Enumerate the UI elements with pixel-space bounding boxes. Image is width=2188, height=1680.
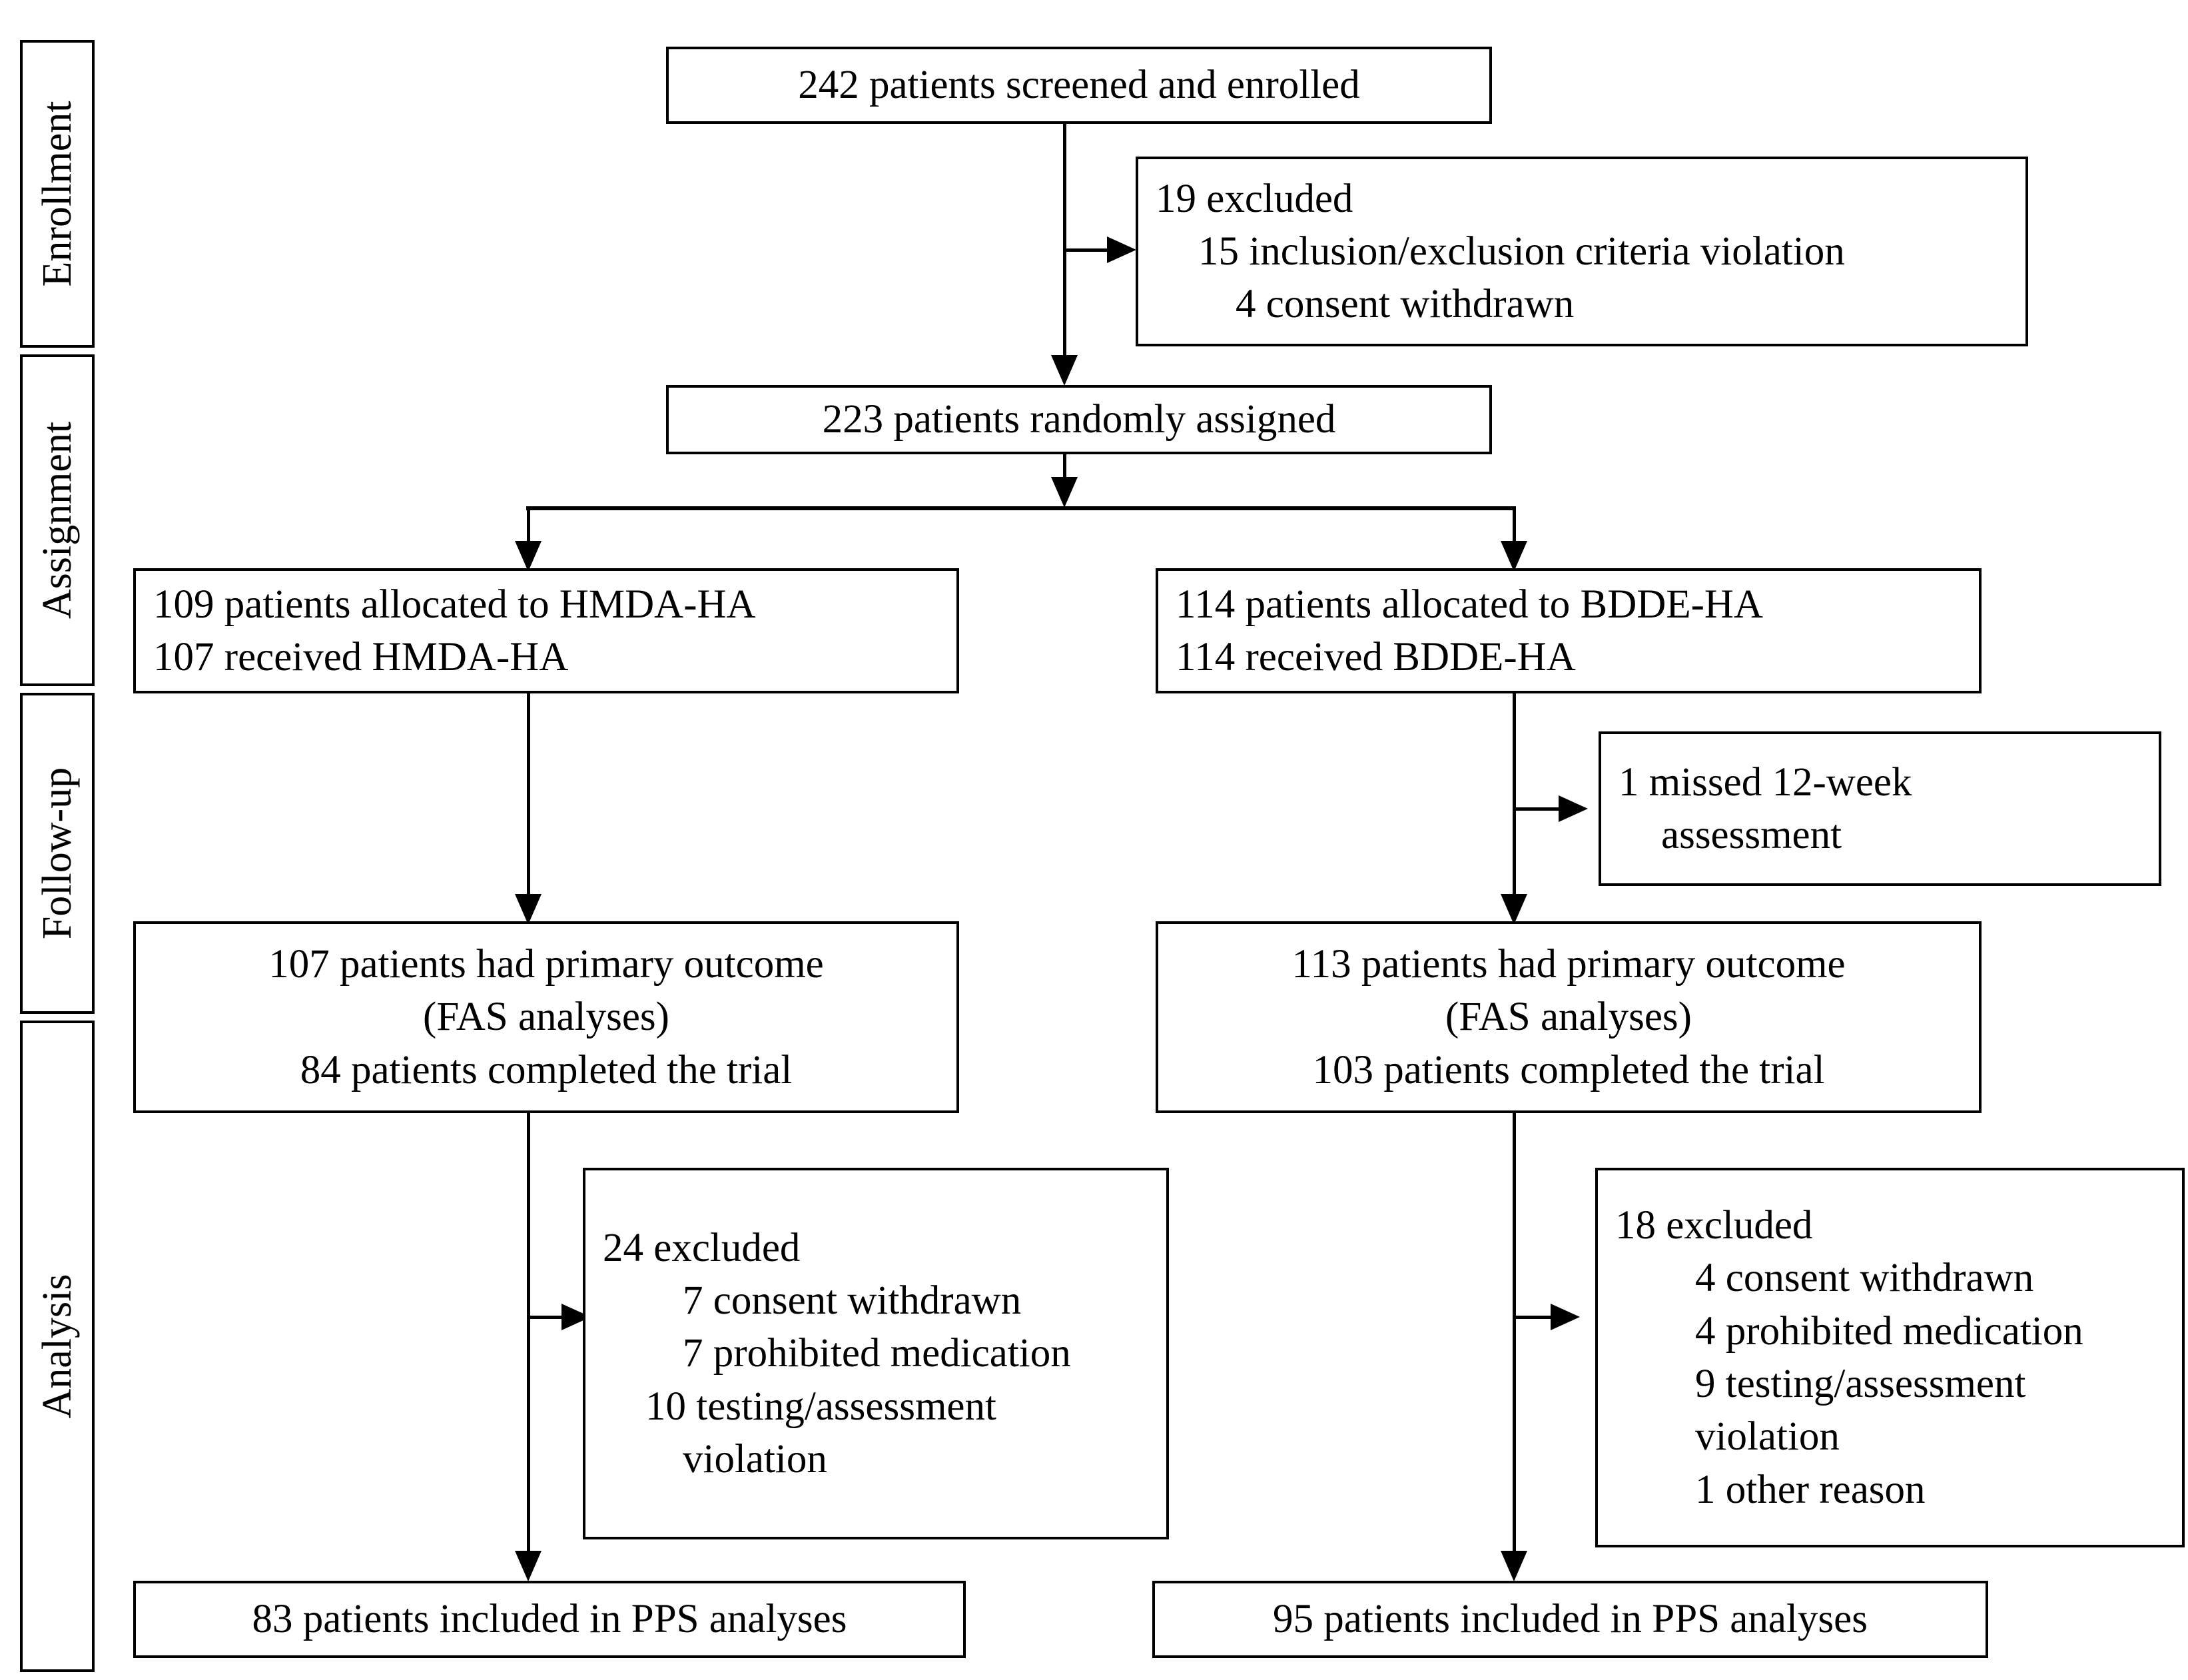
arrowhead-screened-to-randomized <box>1051 355 1078 386</box>
stage-label-assignment-text: Assignment <box>35 421 80 620</box>
node-excluded-screening-line-1: 19 excluded <box>1156 176 1353 221</box>
node-allocation-bdde: 114 patients allocated to BDDE-HA 114 re… <box>1156 568 1982 693</box>
connector-fas-right-to-pps-right <box>1513 1112 1516 1556</box>
stage-label-followup: Follow-up <box>20 693 95 1014</box>
node-excluded-screening-line-3: 4 consent withdrawn <box>1236 282 1575 327</box>
stage-label-assignment: Assignment <box>20 354 95 686</box>
node-excluded-screening-line-2: 15 inclusion/exclusion criteria violatio… <box>1198 228 1845 274</box>
node-allocation-bdde-line-1: 114 patients allocated to BDDE-HA <box>1176 582 1764 627</box>
node-pps-bdde: 95 patients included in PPS analyses <box>1152 1581 1988 1658</box>
node-allocation-hmda-line-2: 107 received HMDA-HA <box>153 635 569 679</box>
connector-split-to-alloc-left <box>527 506 530 546</box>
node-excluded-analysis-bdde-line-2: 4 consent withdrawn <box>1695 1256 2034 1301</box>
connector-fas-left-to-pps-left <box>527 1112 530 1556</box>
node-screened-enrolled-line-1: 242 patients screened and enrolled <box>798 63 1360 108</box>
node-pps-bdde-line-1: 95 patients included in PPS analyses <box>1273 1597 1868 1642</box>
node-allocation-hmda-line-1: 109 patients allocated to HMDA-HA <box>153 582 756 627</box>
node-primary-outcome-hmda: 107 patients had primary outcome (FAS an… <box>133 921 959 1113</box>
stage-label-followup-text: Follow-up <box>35 767 80 940</box>
stage-label-enrollment-text: Enrollment <box>35 101 80 287</box>
node-excluded-analysis-bdde: 18 excluded 4 consent withdrawn 4 prohib… <box>1595 1168 2185 1547</box>
node-randomly-assigned: 223 patients randomly assigned <box>666 385 1492 454</box>
node-primary-outcome-bdde-line-2: (FAS analyses) <box>1445 995 1692 1040</box>
node-excluded-analysis-hmda-line-3: 7 prohibited medication <box>683 1331 1071 1376</box>
node-excluded-analysis-bdde-line-4: 9 testing/assessment <box>1695 1362 2026 1406</box>
arrowhead-alloc-right-to-missed <box>1559 795 1588 822</box>
connector-fas-right-to-excluded-right <box>1513 1316 1553 1319</box>
arrowhead-screened-to-excluded <box>1107 236 1136 263</box>
node-excluded-analysis-hmda-line-5: violation <box>683 1436 827 1481</box>
node-excluded-analysis-bdde-line-5: violation <box>1695 1414 1840 1460</box>
node-missed-assessment-line-1: 1 missed 12-week <box>1619 759 1912 805</box>
node-pps-hmda-line-1: 83 patients included in PPS analyses <box>252 1597 847 1642</box>
node-pps-hmda: 83 patients included in PPS analyses <box>133 1581 966 1658</box>
node-randomly-assigned-line-1: 223 patients randomly assigned <box>822 397 1336 442</box>
connector-alloc-right-to-missed <box>1513 807 1561 811</box>
node-primary-outcome-hmda-line-1: 107 patients had primary outcome <box>268 942 824 987</box>
stage-label-analysis: Analysis <box>20 1021 95 1672</box>
node-screened-enrolled: 242 patients screened and enrolled <box>666 47 1492 124</box>
stage-label-enrollment: Enrollment <box>20 40 95 348</box>
node-allocation-bdde-line-2: 114 received BDDE-HA <box>1176 635 1576 679</box>
connector-screened-to-randomized <box>1063 123 1066 356</box>
arrowhead-fas-right-to-excluded-right <box>1551 1304 1580 1330</box>
arrowhead-fas-right-to-pps-right <box>1501 1551 1527 1581</box>
connector-randomized-down <box>1063 453 1066 480</box>
node-excluded-analysis-bdde-line-6: 1 other reason <box>1695 1467 1926 1512</box>
arrowhead-randomized-down <box>1051 477 1078 508</box>
connector-fas-left-to-excluded-left <box>527 1316 564 1319</box>
arrowhead-alloc-left-to-fas-left <box>515 894 542 925</box>
node-primary-outcome-hmda-line-2: (FAS analyses) <box>423 995 669 1040</box>
node-primary-outcome-bdde-line-1: 113 patients had primary outcome <box>1291 942 1846 987</box>
connector-alloc-right-to-fas-right <box>1513 693 1516 899</box>
arrowhead-fas-left-to-pps-left <box>515 1551 542 1581</box>
arrowhead-alloc-right-to-fas-right <box>1501 894 1527 925</box>
node-missed-assessment-line-2: assessment <box>1661 813 1842 857</box>
connector-screened-to-excluded <box>1063 248 1110 252</box>
node-missed-assessment: 1 missed 12-week assessment <box>1599 731 2161 886</box>
arrowhead-split-to-alloc-right <box>1501 541 1527 572</box>
node-primary-outcome-bdde: 113 patients had primary outcome (FAS an… <box>1156 921 1982 1113</box>
node-excluded-analysis-hmda-line-4: 10 testing/assessment <box>645 1384 996 1429</box>
node-excluded-analysis-hmda-line-2: 7 consent withdrawn <box>683 1278 1022 1324</box>
node-excluded-analysis-hmda: 24 excluded 7 consent withdrawn 7 prohib… <box>583 1168 1169 1539</box>
stage-label-analysis-text: Analysis <box>35 1274 80 1419</box>
node-excluded-screening: 19 excluded 15 inclusion/exclusion crite… <box>1136 157 2028 346</box>
connector-alloc-left-to-fas-left <box>527 693 530 899</box>
node-primary-outcome-hmda-line-3: 84 patients completed the trial <box>300 1047 793 1092</box>
node-excluded-analysis-bdde-line-1: 18 excluded <box>1615 1203 1813 1248</box>
connector-allocation-split-bar <box>526 506 1516 510</box>
node-excluded-analysis-bdde-line-3: 4 prohibited medication <box>1695 1308 2083 1354</box>
node-primary-outcome-bdde-line-3: 103 patients completed the trial <box>1312 1047 1825 1092</box>
arrowhead-split-to-alloc-left <box>515 541 542 572</box>
connector-split-to-alloc-right <box>1513 506 1516 546</box>
node-excluded-analysis-hmda-line-1: 24 excluded <box>603 1225 801 1270</box>
node-allocation-hmda: 109 patients allocated to HMDA-HA 107 re… <box>133 568 959 693</box>
